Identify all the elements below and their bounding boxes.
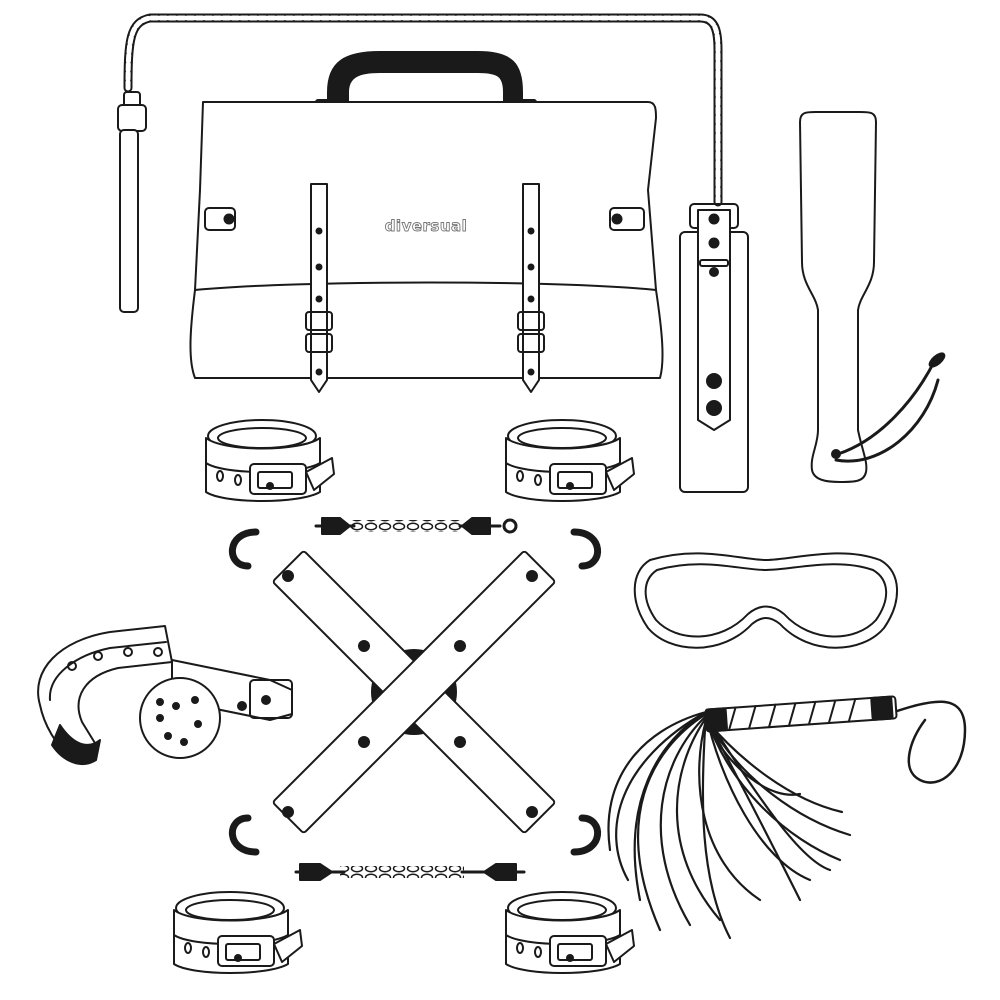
cuff-icon [173,419,635,974]
briefcase-icon: diversual [189,51,664,393]
chain-icon [294,517,526,881]
paddle-icon [799,111,946,483]
collar-icon [679,203,749,493]
blindfold-icon [633,552,898,649]
leash-icon [117,13,723,313]
brand-label: diversual [385,217,468,235]
ball-gag-icon [37,625,293,765]
flogger-icon [607,695,967,940]
hogtie-cross-icon [229,528,601,856]
